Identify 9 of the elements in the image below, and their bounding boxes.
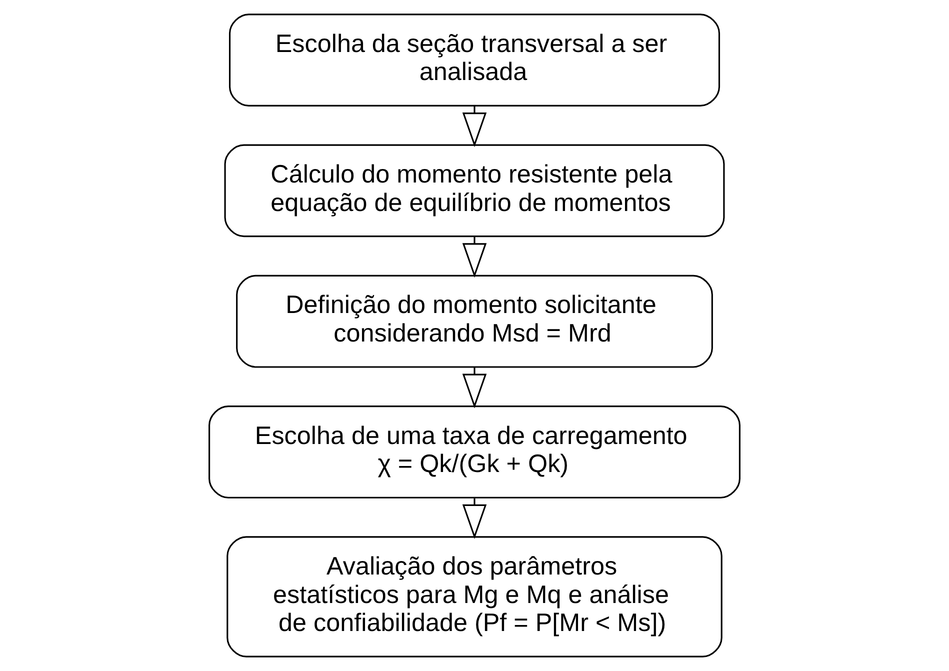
- node-box: Avaliação dos parâmetros estatísticos para Mg e Mq e análise de confiabilidade (Pf = P[Mr < Ms]): [226, 536, 722, 658]
- arrow: [462, 106, 487, 148]
- node-box: Cálculo do momento resistente pela equação de equilíbrio de momentos: [224, 144, 725, 238]
- node-box: Escolha da seção transversal a ser analisada: [228, 14, 720, 106]
- arrow: [462, 498, 487, 540]
- arrow: [462, 236, 487, 278]
- node-box: Escolha de uma taxa de carregamento χ = Qk/(Gk + Qk): [208, 406, 740, 498]
- node-box: Definição do momento solicitante considerando Msd = Mrd: [236, 274, 713, 368]
- arrow: [462, 368, 487, 408]
